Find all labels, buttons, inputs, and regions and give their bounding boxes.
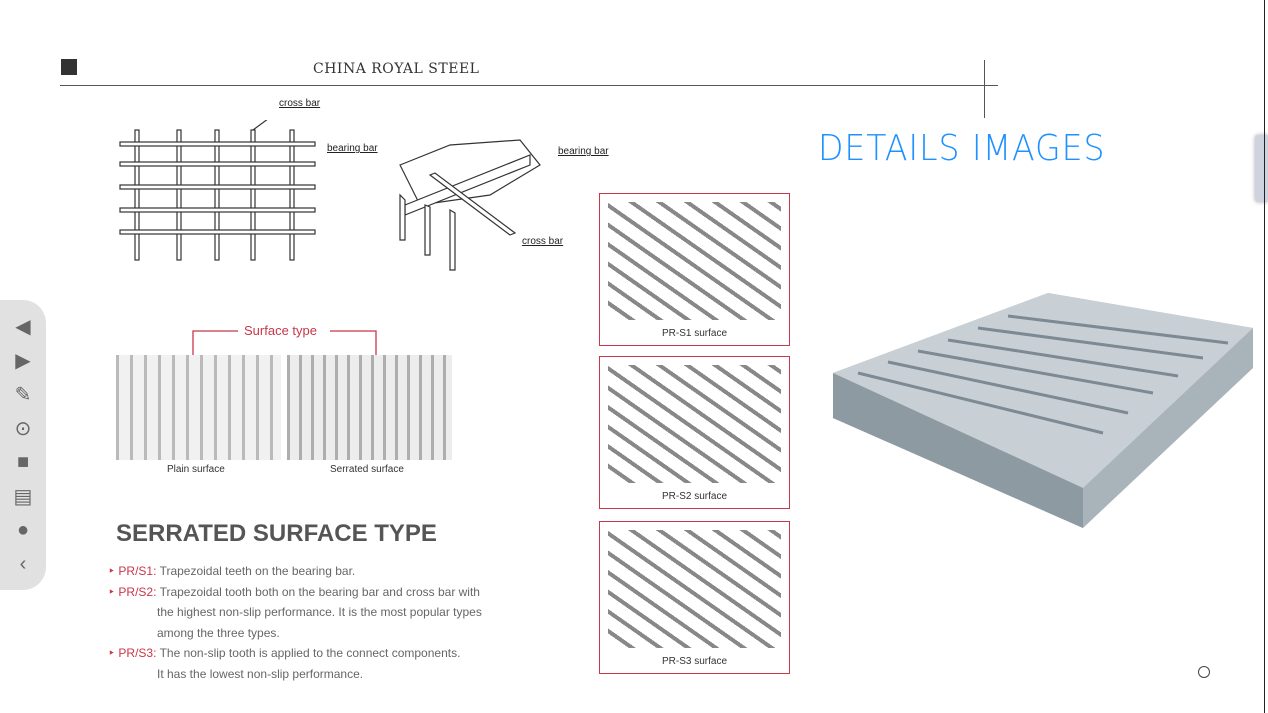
serrated-list: ‣ PR/S1: Trapezoidal teeth on the bearin… [108,561,528,684]
list-item-pr-s1: ‣ PR/S1: Trapezoidal teeth on the bearin… [108,564,356,578]
item-key: PR/S1: [118,564,157,578]
video-icon[interactable]: ■ [16,450,30,473]
cross-bar-label: cross bar [279,98,321,109]
pen-icon[interactable]: ✎ [14,383,32,406]
side-thumbnail[interactable] [1255,135,1268,202]
item-key: PR/S2: [118,584,157,599]
serrated-surface-image [287,355,452,460]
item-text: It has the lowest non-slip performance. [157,666,364,681]
item-text: the highest non-slip performance. It is … [157,605,482,619]
bearing-bar-label: bearing bar [327,143,378,154]
pr-s1-panel: PR-S1 surface [599,193,790,346]
window-edge [1264,0,1265,713]
surface-type-title: Surface type [244,323,317,338]
pr-s1-image [608,202,781,320]
section-heading: SERRATED SURFACE TYPE [116,520,437,547]
screenshot-icon[interactable]: ⊙ [14,417,32,440]
next-icon[interactable]: ▶ [15,349,31,372]
plain-surface-caption: Plain surface [167,464,225,475]
pr-s2-panel: PR-S2 surface [599,356,790,509]
pr-s3-image [608,530,781,648]
steel-grating-photo [833,293,1253,528]
pr-s2-image [608,365,781,483]
pr-s1-caption: PR-S1 surface [661,328,728,339]
circle-indicator-icon[interactable] [1198,666,1210,678]
header-divider [60,85,998,86]
previous-icon[interactable]: ◀ [15,315,31,338]
header-vertical-divider [984,60,985,118]
item-text: Trapezoidal teeth on the bearing bar. [159,564,356,578]
bearing-bar-label-2: bearing bar [558,146,609,157]
grating-perspective-diagram [399,139,541,271]
collapse-icon[interactable]: ‹ [19,552,27,575]
item-key: PR/S3: [118,646,157,660]
cross-bar-label-2: cross bar [522,236,564,247]
item-text: among the three types. [157,625,280,640]
serrated-surface-caption: Serrated surface [330,464,404,475]
surface-type-bracket [192,330,377,355]
more-icon[interactable]: ● [16,518,30,541]
list-item-pr-s3: ‣ PR/S3: The non-slip tooth is applied t… [108,643,528,684]
pr-s3-panel: PR-S3 surface [599,521,790,674]
presentation-toolbar: ◀ ▶ ✎ ⊙ ■ ▤ ● ‹ [0,300,46,590]
brand-name: CHINA ROYAL STEEL [313,61,480,77]
pr-s2-caption: PR-S2 surface [661,491,728,502]
page-title: DETAILS IMAGES [818,128,1106,169]
pr-s3-caption: PR-S3 surface [661,656,728,667]
logo-square [61,59,77,75]
comment-icon[interactable]: ▤ [13,485,33,508]
list-item-pr-s2: ‣ PR/S2: Trapezoidal tooth both on the b… [108,582,528,644]
grating-plan-diagram [119,120,316,261]
plain-surface-image [116,355,281,460]
item-text: The non-slip tooth is applied to the con… [159,646,461,660]
item-text: Trapezoidal tooth both on the bearing ba… [159,584,480,599]
